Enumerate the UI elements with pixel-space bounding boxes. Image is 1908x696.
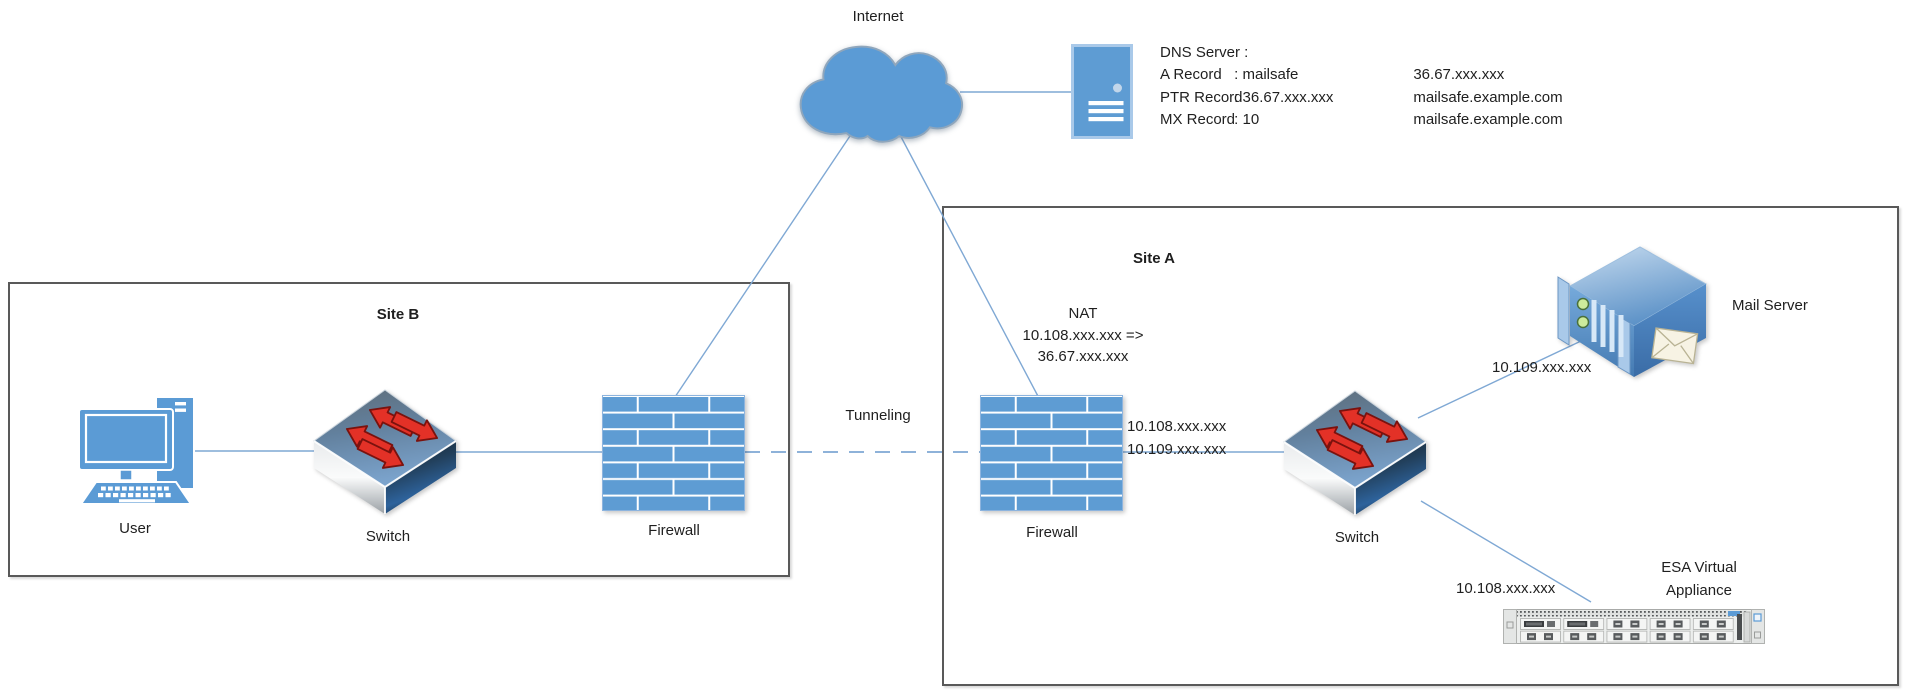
site-b-firewall-label: Firewall [648,522,700,539]
site-b-firewall-icon [602,395,745,511]
dns-record-target: mailsafe.example.com [1413,88,1563,106]
site-a-switch-label: Switch [1334,529,1380,546]
internet-label: Internet [852,8,904,25]
dns-record-target: 36.67.xxx.xxx [1413,66,1505,84]
link-cloud-sitea-firewall [898,132,1041,401]
dns-record-table: DNS Server : A Record : mailsafe 36.67.x… [1160,42,1563,131]
link-switcha-mailserver [1417,340,1582,419]
link-ip-2: 10.109.xxx.xxx [1127,440,1227,458]
dns-record-type: MX Record [1160,110,1236,128]
site-a-switch-icon [1282,389,1428,517]
site-b-switch-label: Switch [365,528,411,545]
dns-record-row: MX Record : 10 mailsafe.example.com [1160,109,1563,131]
nat-title: NAT [1068,305,1098,322]
link-ip-1: 10.108.xxx.xxx [1127,418,1227,435]
esa-label-line-1: ESA Virtual [1661,559,1737,576]
nat-mapping-from: 10.108.xxx.xxx => [1022,326,1144,344]
dns-record-value: : 36.67.xxx.xxx [1234,88,1334,106]
mail-server-label: Mail Server [1732,297,1808,314]
firewall-switch-link-ips: 10.108.xxx.xxx 10.109.xxx.xxx [1127,416,1226,461]
esa-label-line-2: Appliance [1666,581,1732,599]
esa-ip-label: 10.108.xxx.xxx [1456,580,1556,597]
site-a-label: Site A [1133,250,1175,267]
esa-rack-appliance-icon [1503,606,1765,647]
nat-annotation: NAT 10.108.xxx.xxx => 36.67.xxx.xxx [1023,303,1144,368]
dns-record-value: : 10 [1234,110,1260,128]
dns-record-value: : mailsafe [1234,66,1299,84]
dns-title: DNS Server : [1160,44,1249,61]
dns-record-row: A Record : mailsafe 36.67.xxx.xxx [1160,64,1563,86]
link-cloud-siteb-firewall [672,132,853,401]
site-b-boundary-box [8,282,790,577]
site-b-label: Site B [376,306,420,323]
nat-mapping-to: 36.67.xxx.xxx [1037,348,1129,365]
mail-server-ip-label: 10.109.xxx.xxx [1492,359,1592,376]
site-b-switch-icon [312,388,458,516]
dns-server-icon [1071,44,1133,139]
site-a-firewall-icon [980,395,1123,511]
dns-record-type: PTR Record [1160,88,1243,106]
esa-appliance-label: ESA Virtual Appliance [1661,557,1737,602]
user-label: User [119,520,151,537]
dns-record-target: mailsafe.example.com [1413,110,1563,128]
mail-server-icon [1556,244,1708,377]
dns-record-row: PTR Record : 36.67.xxx.xxx mailsafe.exam… [1160,87,1563,109]
link-switcha-esa [1420,500,1592,603]
site-a-firewall-label: Firewall [1026,524,1078,541]
user-desktop-computer-icon [75,396,196,507]
site-a-boundary-box [942,206,1899,686]
internet-cloud-icon [789,37,971,143]
tunneling-label: Tunneling [845,407,911,424]
dns-record-type: A Record [1160,66,1222,84]
